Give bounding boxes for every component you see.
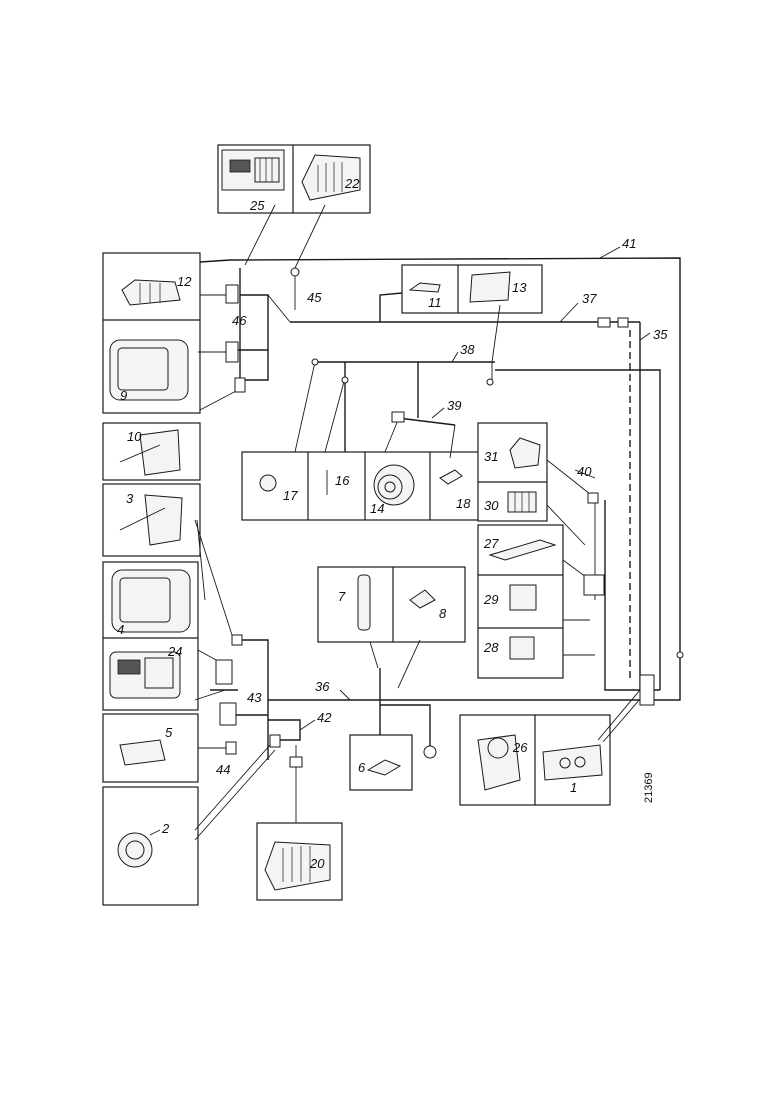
label-10: 10 <box>127 429 142 444</box>
component-box-11-13: 11 13 <box>401 264 543 314</box>
relay-28 <box>509 636 535 660</box>
drawing-reference-number: 21369 <box>643 772 655 803</box>
label-27: 27 <box>483 536 499 551</box>
label-28: 28 <box>483 640 499 655</box>
label-35: 35 <box>653 327 668 342</box>
lamp-22 <box>301 154 361 201</box>
label-37: 37 <box>582 291 597 306</box>
sensor-6 <box>366 759 402 776</box>
label-42: 42 <box>317 710 332 725</box>
label-26: 26 <box>512 740 528 755</box>
relay-29 <box>509 584 537 611</box>
component-box-27-29-28: 27 29 28 <box>477 524 564 679</box>
label-24: 24 <box>167 644 182 659</box>
label-39: 39 <box>447 398 461 413</box>
harness-labels: 41 37 35 38 39 40 45 46 36 43 42 44 <box>216 236 668 777</box>
label-22: 22 <box>344 176 360 191</box>
label-14: 14 <box>370 501 384 516</box>
label-41: 41 <box>622 236 636 251</box>
lamp-20 <box>264 841 331 891</box>
bracket-13 <box>469 271 511 303</box>
label-40: 40 <box>577 464 592 479</box>
sensor-18 <box>439 469 463 485</box>
component-box-10: 10 <box>102 422 201 481</box>
label-3: 3 <box>126 491 134 506</box>
label-45: 45 <box>307 290 322 305</box>
switch-3 <box>144 494 183 546</box>
component-box-20: 20 <box>256 822 343 901</box>
label-13: 13 <box>512 280 527 295</box>
label-8: 8 <box>439 606 447 621</box>
component-box-25-22: 25 22 <box>217 144 371 214</box>
label-6: 6 <box>358 760 366 775</box>
component-box-12-9: 12 9 <box>102 252 201 414</box>
panel-1 <box>542 744 603 781</box>
label-9: 9 <box>120 388 127 403</box>
sensor-17 <box>259 474 277 492</box>
label-38: 38 <box>460 342 475 357</box>
component-box-3: 3 <box>102 483 201 557</box>
component-box-4-24: 4 24 <box>102 561 199 711</box>
sensor-8 <box>409 589 436 609</box>
relay-31 <box>509 437 541 469</box>
label-17: 17 <box>283 488 298 503</box>
component-box-7-8: 7 8 <box>317 566 466 643</box>
sensor-11 <box>408 282 441 293</box>
component-box-6: 6 <box>349 734 413 791</box>
label-1: 1 <box>570 780 577 795</box>
label-2: 2 <box>161 821 170 836</box>
sensor-7 <box>357 574 371 631</box>
label-4: 4 <box>117 622 124 637</box>
lamp-5 <box>119 739 166 766</box>
component-box-17-16-14-18: 17 16 14 18 <box>241 451 480 521</box>
component-box-5: 5 <box>102 713 199 783</box>
label-16: 16 <box>335 473 350 488</box>
label-11: 11 <box>428 295 442 310</box>
label-29: 29 <box>483 592 498 607</box>
label-36: 36 <box>315 679 330 694</box>
component-box-31-30: 31 30 <box>477 422 548 522</box>
lamp-12 <box>121 279 181 306</box>
label-7: 7 <box>338 589 346 604</box>
component-box-26-1: 26 1 <box>459 714 611 806</box>
label-30: 30 <box>484 498 499 513</box>
label-20: 20 <box>309 856 325 871</box>
label-18: 18 <box>456 496 471 511</box>
label-25: 25 <box>249 198 265 213</box>
label-44: 44 <box>216 762 230 777</box>
fusebox-27 <box>488 539 557 561</box>
label-43: 43 <box>247 690 262 705</box>
label-5: 5 <box>165 725 173 740</box>
switch-10 <box>139 429 181 476</box>
label-46: 46 <box>232 313 247 328</box>
label-31: 31 <box>484 449 498 464</box>
component-box-2: 2 <box>102 786 199 906</box>
label-12: 12 <box>177 274 192 289</box>
